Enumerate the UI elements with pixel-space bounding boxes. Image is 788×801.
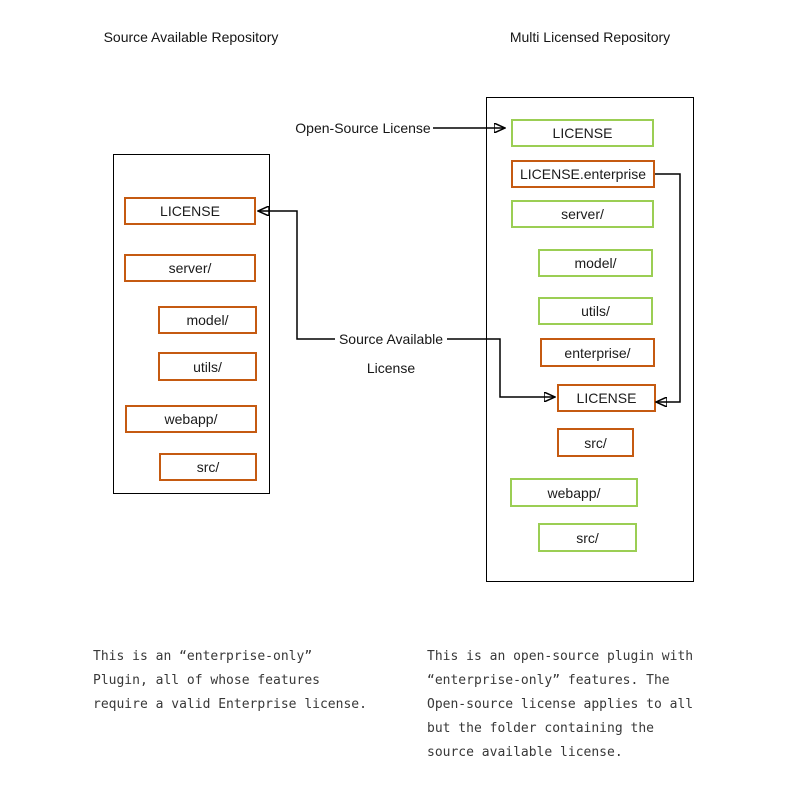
left-repo-title: Source Available Repository bbox=[103, 29, 279, 45]
open-source-license-label: Open-Source License bbox=[295, 120, 431, 136]
source-available-license-label-line2: License bbox=[366, 360, 416, 376]
folder-box-model: model/ bbox=[538, 249, 653, 277]
source-available-license-label-line1: Source Available bbox=[338, 331, 444, 347]
folder-box-model: model/ bbox=[158, 306, 257, 334]
folder-box-webapp: webapp/ bbox=[510, 478, 638, 507]
file-box-license: LICENSE bbox=[124, 197, 256, 225]
right-repo-note: This is an open-source plugin with “ente… bbox=[427, 649, 694, 760]
folder-box-server: server/ bbox=[511, 200, 654, 228]
folder-box-utils: utils/ bbox=[538, 297, 653, 325]
file-box-license-enterprise: LICENSE.enterprise bbox=[511, 160, 655, 188]
folder-box-enterprise: enterprise/ bbox=[540, 338, 655, 367]
folder-box-src: src/ bbox=[538, 523, 637, 552]
file-box-license-open-source: LICENSE bbox=[511, 119, 654, 147]
folder-box-webapp: webapp/ bbox=[125, 405, 257, 433]
folder-box-server: server/ bbox=[124, 254, 256, 282]
source-available-license-connector-left bbox=[259, 211, 335, 340]
folder-box-src-enterprise: src/ bbox=[557, 428, 634, 457]
folder-box-utils: utils/ bbox=[158, 352, 257, 381]
folder-box-src: src/ bbox=[159, 453, 257, 481]
right-repo-title: Multi Licensed Repository bbox=[509, 29, 671, 45]
left-repo-note: This is an “enterprise-only” Plugin, all… bbox=[93, 649, 367, 712]
file-box-license-source-available: LICENSE bbox=[557, 384, 656, 412]
